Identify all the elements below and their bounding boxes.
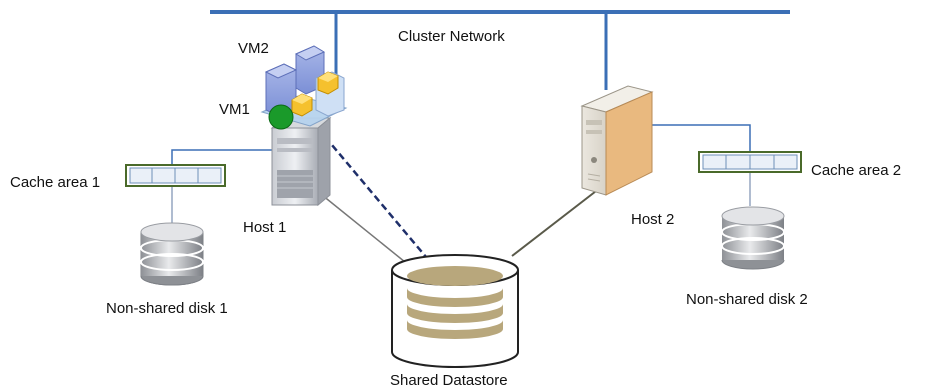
- host2-datastore-link: [511, 187, 601, 257]
- vm2-label: VM2: [238, 40, 269, 57]
- disk2-icon: [721, 206, 785, 270]
- host1-datastore-link: [321, 194, 406, 263]
- vm1-label: VM1: [219, 101, 250, 118]
- host2-server-icon: [580, 85, 654, 196]
- host2-label: Host 2: [631, 211, 674, 228]
- host1-cache-link: [171, 149, 272, 165]
- cache-area-1: Cache area 1: [10, 164, 226, 191]
- host2-cache-link: [652, 124, 751, 152]
- host1-server-icon: [270, 116, 332, 207]
- cache-area-1-label: Cache area 1: [10, 174, 100, 191]
- disk2-label: Non-shared disk 2: [686, 291, 808, 308]
- cluster-network: Cluster Network: [210, 10, 790, 90]
- vm-stack-icon: VM2 VM1: [219, 40, 348, 130]
- host-links: [171, 119, 751, 283]
- shared-datastore-icon: [391, 254, 519, 368]
- cache-area-2-label: Cache area 2: [811, 162, 901, 179]
- host1-label: Host 1: [243, 219, 286, 236]
- vm1-active-dot: [268, 104, 294, 130]
- datastore-label: Shared Datastore: [390, 372, 508, 389]
- vm1-datastore-path: [310, 119, 448, 283]
- cache-area-2: Cache area 2: [698, 151, 901, 179]
- disk1-icon: [140, 222, 204, 286]
- disk1-label: Non-shared disk 1: [106, 300, 228, 317]
- network-label: Cluster Network: [398, 28, 505, 45]
